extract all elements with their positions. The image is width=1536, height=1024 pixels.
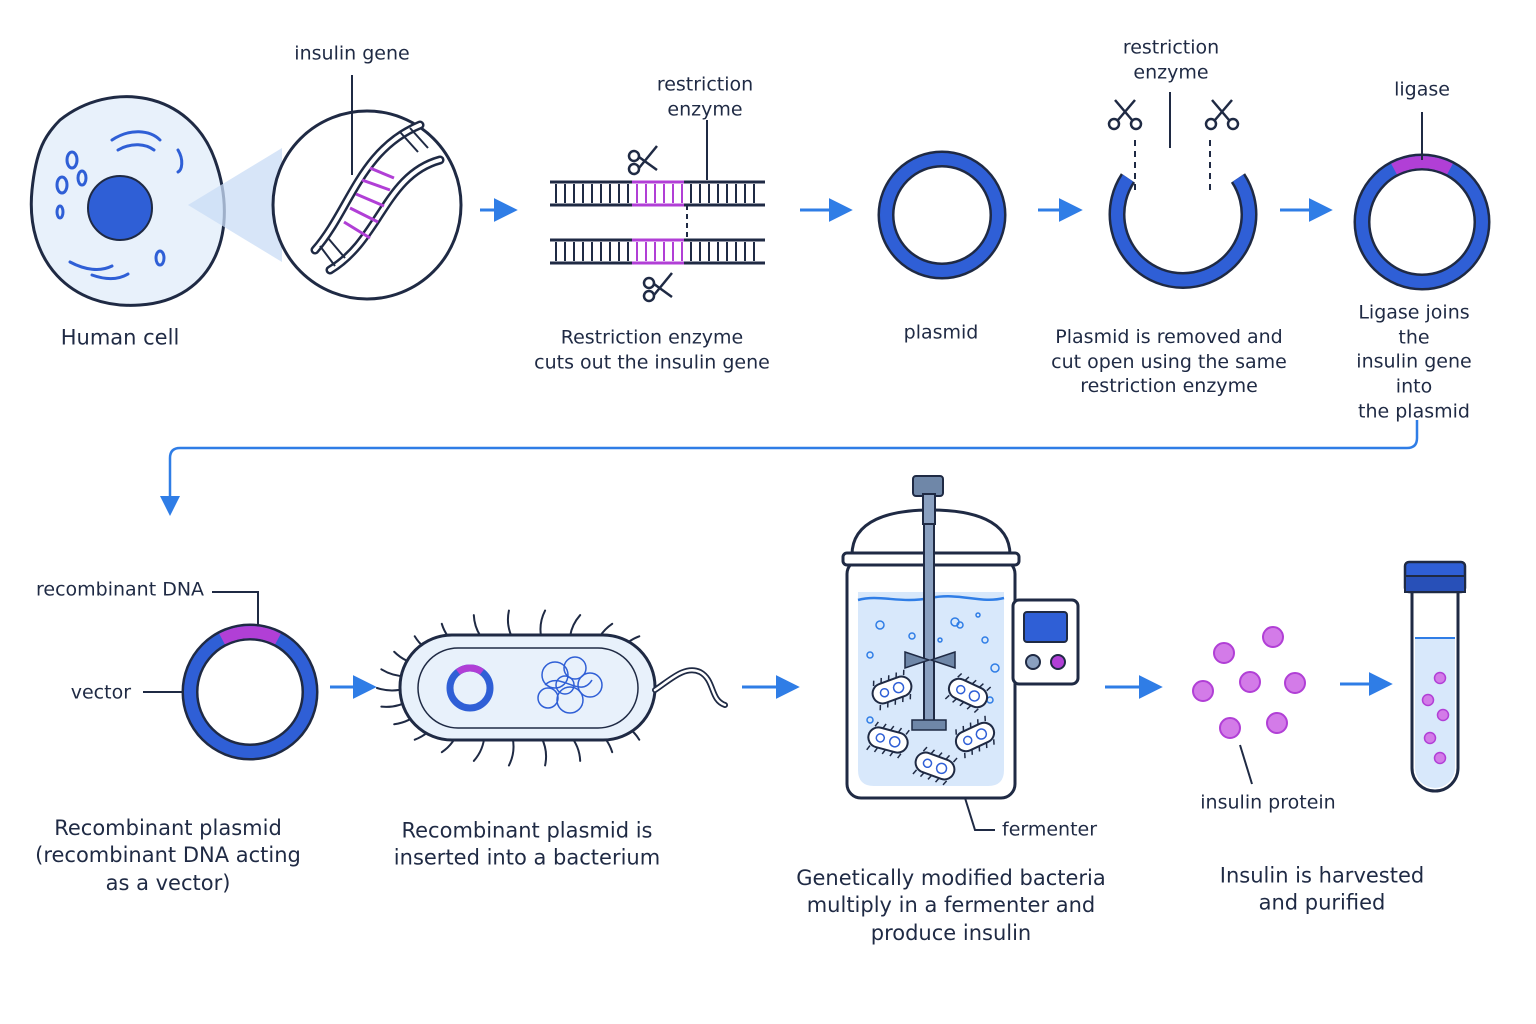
bubble bbox=[937, 637, 943, 643]
label-insulin-protein: insulin protein bbox=[1200, 791, 1336, 814]
scissors-icon bbox=[642, 272, 673, 303]
scissors-icon bbox=[1204, 99, 1240, 131]
caption-human-cell: Human cell bbox=[60, 325, 180, 350]
caption-ferment: Genetically modified bacteria multiply i… bbox=[796, 866, 1106, 945]
label-vector: vector bbox=[70, 681, 131, 704]
insulin-dot bbox=[1266, 712, 1288, 734]
scissors-icon bbox=[627, 145, 658, 176]
bubble bbox=[981, 636, 989, 644]
caption-cut-gene: Restriction enzyme cuts out the insulin … bbox=[534, 326, 770, 373]
bubble bbox=[990, 663, 1000, 673]
caption-recombinant: Recombinant plasmid (recombinant DNA act… bbox=[35, 816, 301, 895]
human-cell bbox=[29, 95, 226, 307]
ligated-plasmid bbox=[1353, 112, 1491, 291]
pilus bbox=[540, 736, 548, 767]
recombinant-plasmid bbox=[143, 591, 319, 761]
tube-insulin-dot bbox=[1436, 708, 1450, 722]
label-fermenter: fermenter bbox=[1002, 818, 1098, 841]
label-insulin-gene: insulin gene bbox=[294, 42, 410, 65]
cut-plasmid bbox=[1108, 92, 1258, 289]
bubble bbox=[866, 651, 874, 659]
connector-arrow bbox=[160, 420, 1419, 516]
bubble bbox=[908, 632, 916, 640]
tube-insulin-dot bbox=[1433, 671, 1447, 685]
zoom-cone bbox=[188, 148, 282, 262]
bubble bbox=[956, 621, 964, 629]
fermenter-bacterium bbox=[912, 746, 958, 786]
insulin-dot bbox=[1239, 671, 1261, 693]
label-ligase: ligase bbox=[1394, 78, 1450, 101]
fermenter-bacterium bbox=[871, 669, 913, 711]
caption-insert: Recombinant plasmid is inserted into a b… bbox=[393, 818, 661, 870]
caption-cut-plasmid: Plasmid is removed and cut open using th… bbox=[1051, 325, 1287, 398]
fermenter-bacterium bbox=[866, 721, 910, 759]
tube-insulin-dot bbox=[1421, 693, 1435, 707]
label-restriction-enzyme-2: restriction enzyme bbox=[1122, 36, 1220, 83]
bacterium bbox=[376, 609, 728, 767]
plasmid-ring bbox=[877, 150, 1007, 280]
insulin-protein-dots bbox=[1192, 626, 1306, 739]
bubble bbox=[875, 620, 885, 630]
dna-strands bbox=[550, 120, 765, 266]
insulin-dot bbox=[1192, 680, 1214, 702]
tube-insulin-dot bbox=[1423, 731, 1437, 745]
bubble bbox=[866, 716, 874, 724]
label-recombinant-dna: recombinant DNA bbox=[36, 578, 205, 601]
bubble bbox=[975, 612, 981, 618]
pilus bbox=[507, 736, 515, 767]
insulin-dot bbox=[1219, 717, 1241, 739]
test-tube bbox=[1403, 560, 1467, 793]
fermenter-bacterium bbox=[954, 715, 996, 759]
cell-nucleus bbox=[87, 175, 153, 241]
scissors-icon bbox=[1107, 99, 1143, 131]
label-restriction-enzyme-1: restriction enzyme bbox=[656, 73, 754, 120]
insulin-dot bbox=[1262, 626, 1284, 648]
dna-zoom-circle bbox=[271, 75, 463, 301]
fermenter-bacterium bbox=[944, 672, 992, 714]
caption-plasmid: plasmid bbox=[903, 321, 979, 344]
insulin-dot bbox=[1213, 642, 1235, 664]
caption-harvest: Insulin is harvested and purified bbox=[1219, 863, 1425, 915]
fermenter bbox=[841, 475, 1080, 831]
insulin-dot bbox=[1284, 672, 1306, 694]
tube-insulin-dot bbox=[1433, 751, 1447, 765]
caption-ligase: Ligase joins the insulin gene into the p… bbox=[1356, 301, 1472, 423]
